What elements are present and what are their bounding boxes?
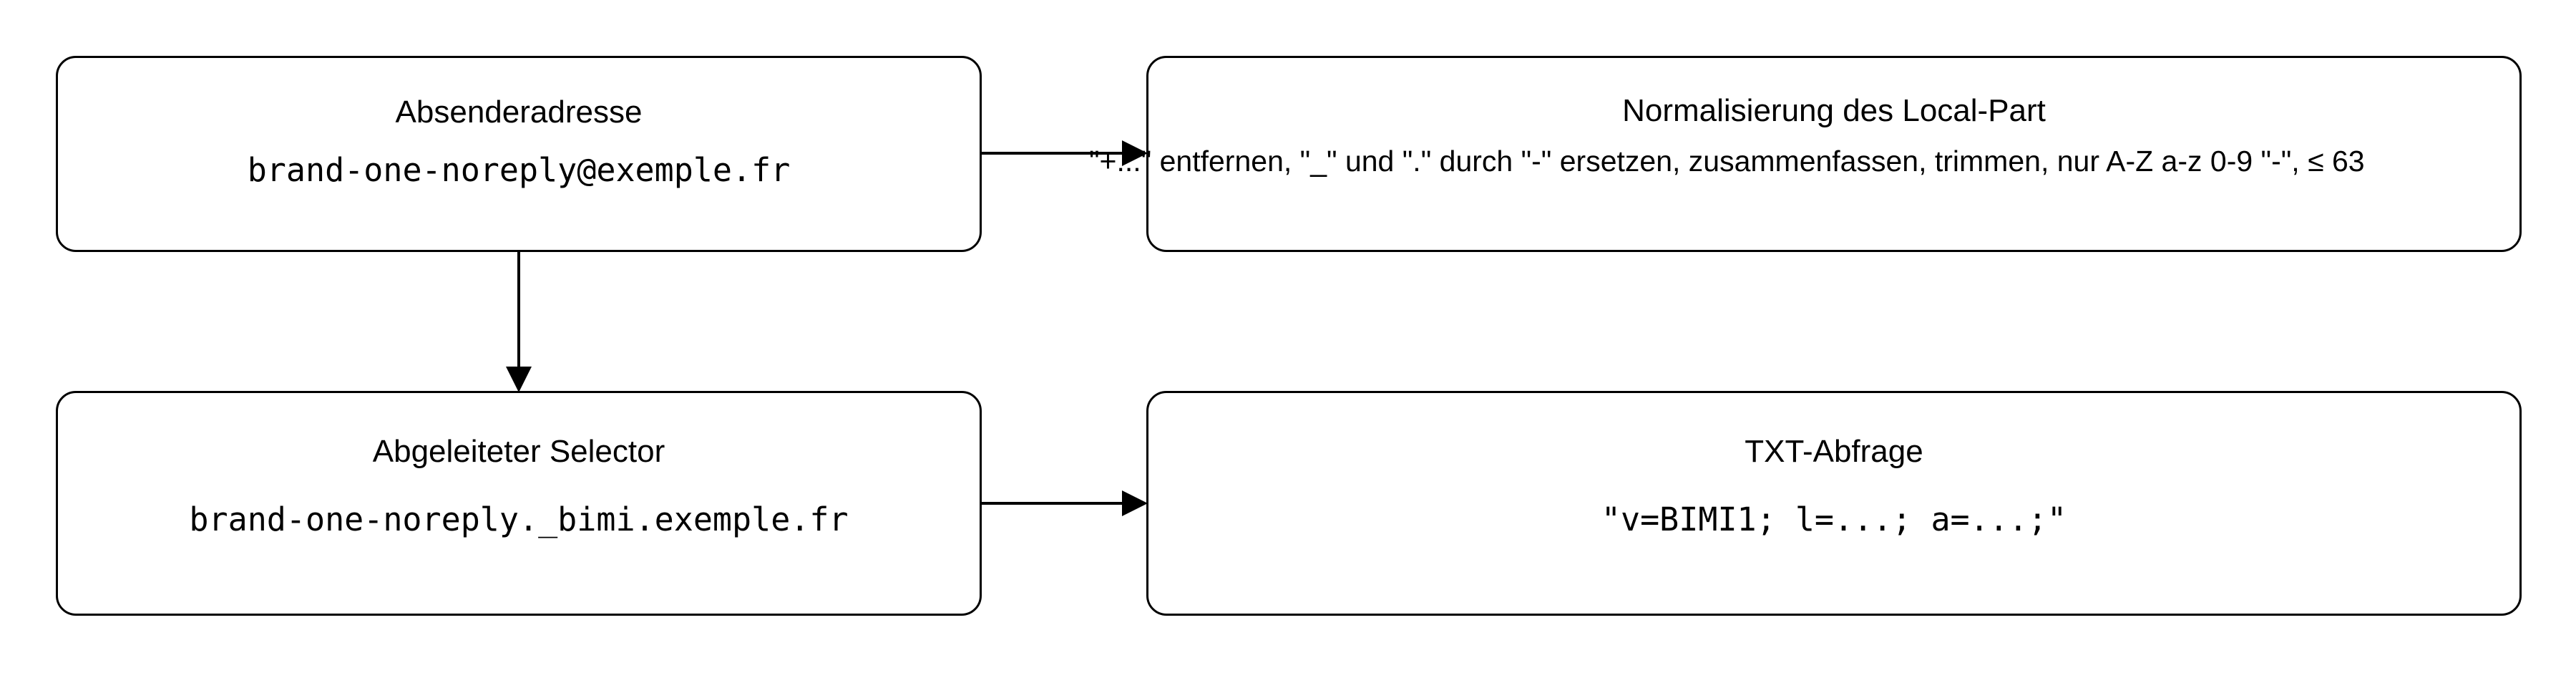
derived-selector-node: Abgeleiteter Selector brand-one-noreply.… <box>56 391 982 616</box>
arrowhead-icon <box>506 367 532 392</box>
normalization-node: Normalisierung des Local-Part <box>1146 56 2522 252</box>
arrowhead-icon <box>1122 490 1148 516</box>
sender-address-title: Absenderadresse <box>395 95 643 130</box>
sender-address-value: brand-one-noreply@exemple.fr <box>247 151 791 189</box>
edge-sender-to-normalization <box>982 140 1148 166</box>
normalization-title: Normalisierung des Local-Part <box>1622 93 2046 128</box>
arrowhead-icon <box>1122 140 1148 166</box>
derived-selector-title: Abgeleiteter Selector <box>372 434 665 469</box>
sender-address-node: Absenderadresse brand-one-noreply@exempl… <box>56 56 982 252</box>
txt-query-value: "v=BIMI1; l=...; a=...;" <box>1601 500 2067 538</box>
derived-selector-value: brand-one-noreply._bimi.exemple.fr <box>189 500 849 538</box>
edge-sender-to-selector <box>506 252 532 392</box>
txt-query-title: TXT-Abfrage <box>1745 434 1923 469</box>
edge-selector-to-txt-query <box>982 490 1148 516</box>
txt-query-node: TXT-Abfrage "v=BIMI1; l=...; a=...;" <box>1146 391 2522 616</box>
